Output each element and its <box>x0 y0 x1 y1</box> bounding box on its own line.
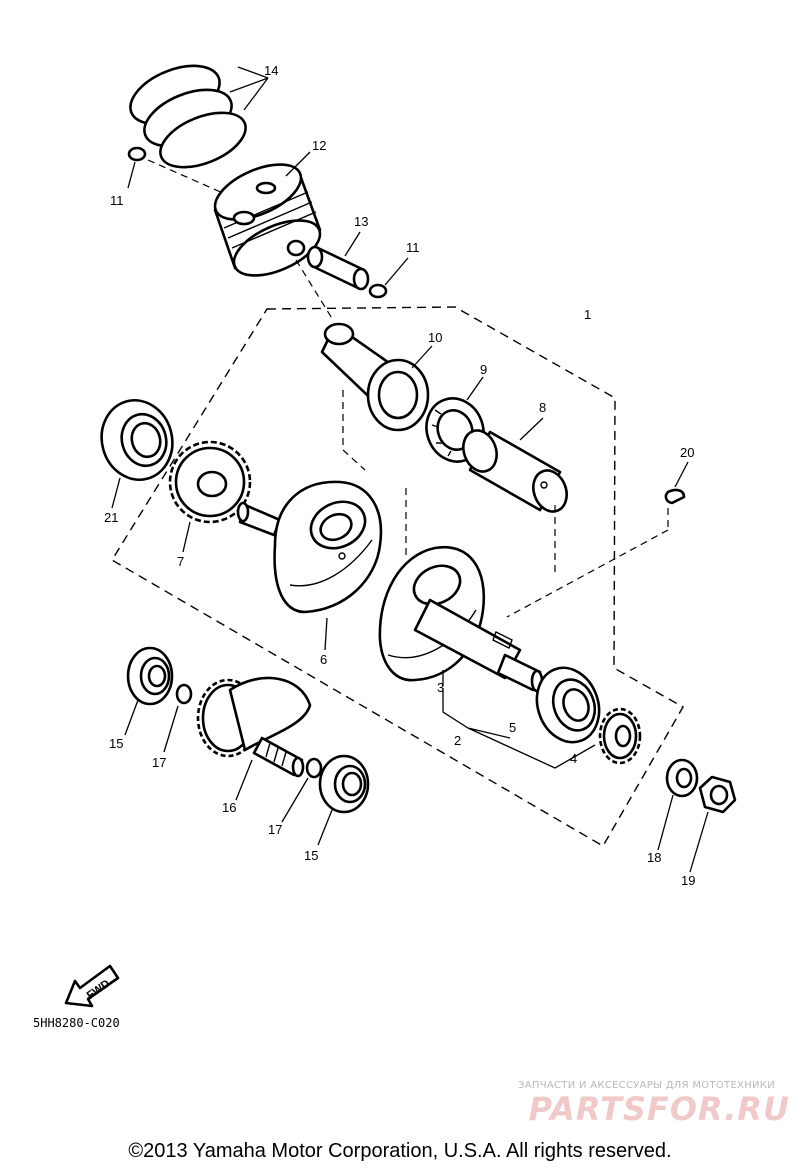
callout-7: 7 <box>177 554 184 569</box>
callout-15-right: 15 <box>304 848 318 863</box>
timing-gear <box>598 707 642 765</box>
crank-web-left <box>236 480 383 651</box>
callout-8: 8 <box>539 400 546 415</box>
piston <box>213 151 322 277</box>
bearing-15-right <box>317 754 370 846</box>
circlip-17-left <box>175 683 193 705</box>
connecting-rod <box>295 259 433 471</box>
washer <box>657 758 699 851</box>
callout-9: 9 <box>480 362 487 377</box>
callout-20: 20 <box>680 445 694 460</box>
piston-rings <box>129 64 269 169</box>
watermark-tagline: ЗАПЧАСТИ И АКСЕССУАРЫ ДЛЯ МОТОТЕХНИКИ <box>518 1080 775 1091</box>
crank-pin <box>462 417 568 575</box>
copyright-notice: ©2013 Yamaha Motor Corporation, U.S.A. A… <box>128 1140 672 1162</box>
assembly-boundary <box>111 306 684 847</box>
circlip-right <box>368 283 388 299</box>
bracket-2 <box>442 688 596 769</box>
callout-17-left: 17 <box>152 755 166 770</box>
callout-4: 4 <box>570 751 577 766</box>
callout-2: 2 <box>454 733 461 748</box>
bearing-left <box>100 399 174 509</box>
callout-21: 21 <box>104 510 118 525</box>
primary-gear <box>168 440 252 553</box>
balancer-shaft <box>196 676 312 801</box>
callout-1: 1 <box>584 307 591 322</box>
diagram-code: 5HH8280-C020 <box>33 1016 120 1030</box>
callout-10: 10 <box>428 330 442 345</box>
crank-web-right <box>378 488 544 693</box>
callout-6: 6 <box>320 652 327 667</box>
callout-16: 16 <box>222 800 236 815</box>
callout-18: 18 <box>647 850 661 865</box>
piston-pin <box>306 231 370 291</box>
callout-19: 19 <box>681 873 695 888</box>
callout-13: 13 <box>354 214 368 229</box>
callout-3: 3 <box>437 680 444 695</box>
woodruff-key <box>506 461 689 618</box>
callout-5: 5 <box>509 720 516 735</box>
callout-11-right: 11 <box>406 240 420 255</box>
circlip-upper <box>127 146 147 162</box>
callout-11-upper: 11 <box>110 193 124 208</box>
callout-15-left: 15 <box>109 736 123 751</box>
callout-14: 14 <box>264 63 278 78</box>
bearing-5 <box>535 666 601 744</box>
nut <box>689 775 737 873</box>
bearing-15-left <box>124 646 174 736</box>
fwd-arrow-icon: FWD <box>64 964 120 1008</box>
circlip-17-right <box>305 757 323 779</box>
callout-17-right: 17 <box>268 822 282 837</box>
callout-12: 12 <box>312 138 326 153</box>
watermark-logo: PARTSFOR.RU <box>528 1090 790 1128</box>
